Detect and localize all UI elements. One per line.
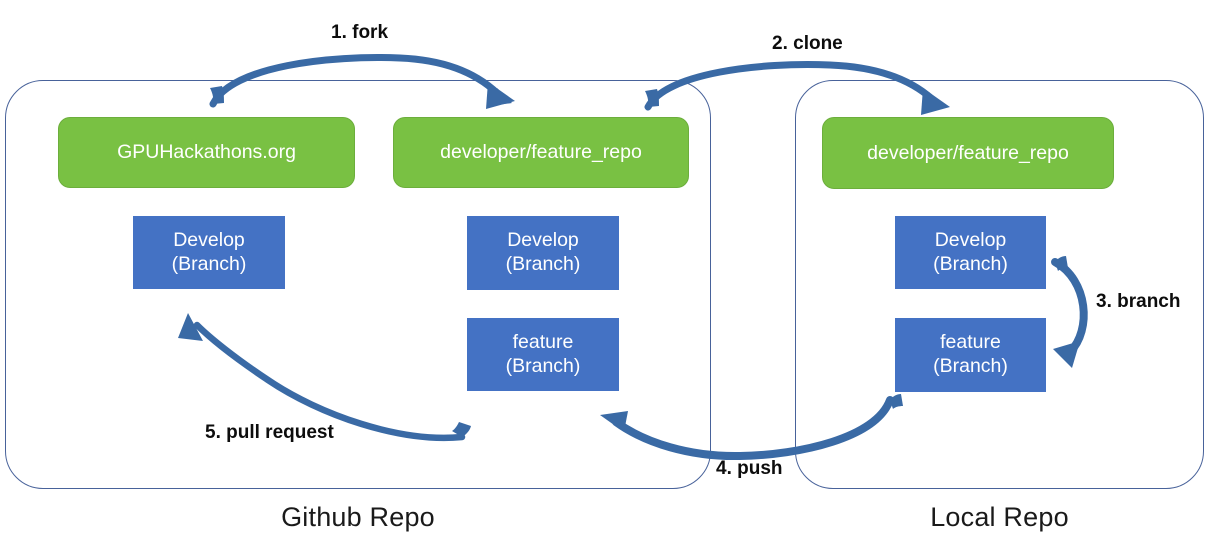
local-repo-container <box>795 80 1204 489</box>
branch-kind: (Branch) <box>171 252 247 275</box>
branch-kind: (Branch) <box>505 253 581 275</box>
step-label-fork: 1. fork <box>331 22 389 43</box>
branch-name: feature <box>512 330 574 353</box>
branch-kind: (Branch) <box>505 354 581 377</box>
branch-name: Develop <box>934 228 1007 251</box>
repo-node-gpuhackathons[interactable]: GPUHackathons.org <box>58 117 355 188</box>
step-label-pull-request: 5. pull request <box>205 422 334 443</box>
branch-node-fork-feature[interactable]: feature (Branch) <box>467 318 619 391</box>
repo-node-local-clone[interactable]: developer/feature_repo <box>822 117 1114 189</box>
step-label-clone: 2. clone <box>772 33 843 54</box>
branch-name: Develop <box>507 229 579 252</box>
branch-node-local-feature[interactable]: feature (Branch) <box>895 318 1046 392</box>
step-label-push: 4. push <box>716 458 783 479</box>
branch-node-local-develop[interactable]: Develop (Branch) <box>895 216 1046 289</box>
branch-kind: (Branch) <box>933 355 1008 377</box>
branch-node-upstream-develop[interactable]: Develop (Branch) <box>133 216 285 289</box>
step-label-branch: 3. branch <box>1096 291 1181 312</box>
branch-name: feature <box>940 331 1001 354</box>
github-repo-caption: Github Repo <box>281 502 435 532</box>
branch-kind: (Branch) <box>933 252 1008 275</box>
branch-node-fork-develop[interactable]: Develop (Branch) <box>467 216 619 290</box>
local-repo-caption: Local Repo <box>930 502 1069 532</box>
branch-name: Develop <box>173 228 245 251</box>
repo-node-github-fork[interactable]: developer/feature_repo <box>393 117 689 188</box>
